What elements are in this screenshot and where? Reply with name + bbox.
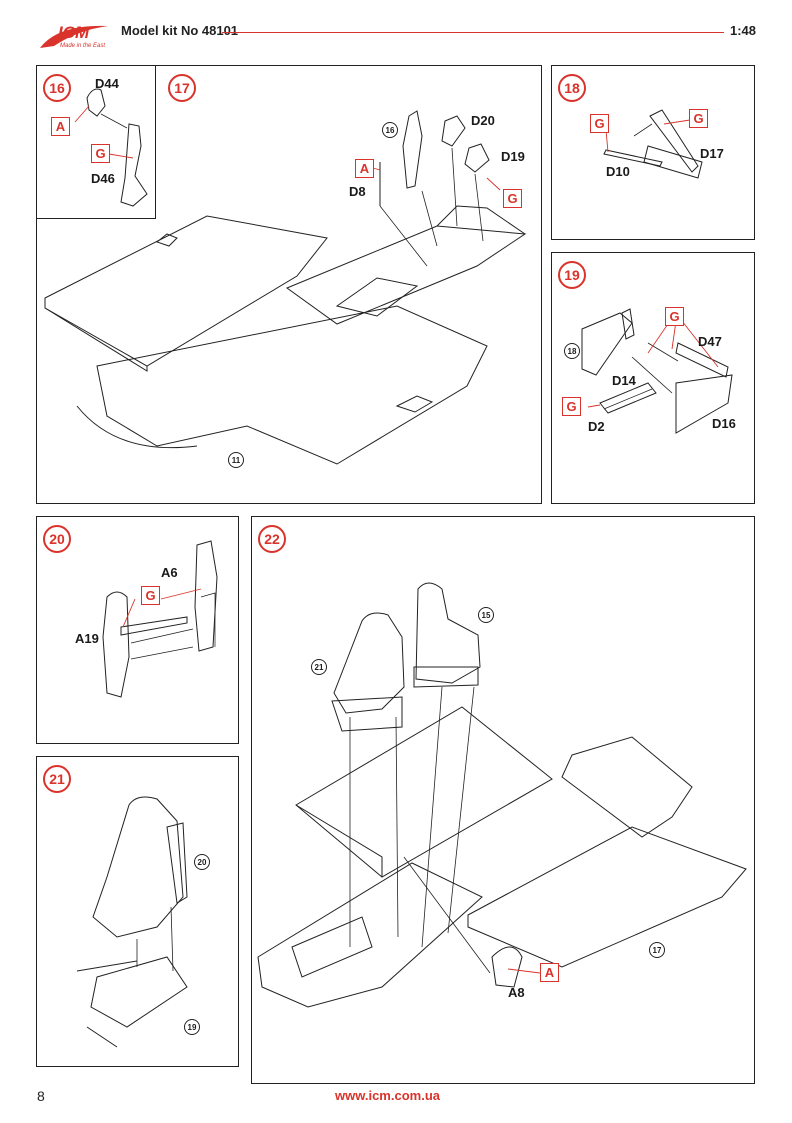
ref-17-circle: 17 — [649, 942, 665, 958]
logo-text: ICM — [58, 23, 90, 42]
part-tag-g: G — [503, 189, 522, 208]
part-tag-g: G — [689, 109, 708, 128]
panel-step-18: 18 G G D17 D10 — [551, 65, 755, 240]
part-label-d17: D17 — [700, 146, 724, 161]
part-label-d8: D8 — [349, 184, 366, 199]
ref-18-circle: 18 — [564, 343, 580, 359]
step-21-drawing — [76, 796, 188, 1048]
panel-step-21: 21 20 19 — [36, 756, 239, 1067]
part-label-a19: A19 — [75, 631, 99, 646]
step-21-number: 21 — [43, 765, 71, 793]
part-tag-g: G — [562, 397, 581, 416]
step-17-number: 17 — [168, 74, 196, 102]
part-label-d47: D47 — [698, 334, 722, 349]
part-label-a8: A8 — [508, 985, 525, 1000]
part-label-d16: D16 — [712, 416, 736, 431]
ref-20-circle: 20 — [194, 854, 210, 870]
step-22-drawing — [257, 582, 747, 1008]
part-tag-a: A — [355, 159, 374, 178]
step-18-number: 18 — [558, 74, 586, 102]
logo-tagline: Made in the East — [60, 43, 106, 49]
ref-15-circle: 15 — [478, 607, 494, 623]
step-20-drawing — [102, 540, 218, 698]
part-label-d10: D10 — [606, 164, 630, 179]
panel-step-16: 16 D44 A G D46 — [36, 65, 156, 219]
part-tag-a: A — [51, 117, 70, 136]
panel-step-19: 19 18 G D47 D14 G D2 D16 — [551, 252, 755, 504]
ref-19-circle: 19 — [184, 1019, 200, 1035]
icm-logo — [40, 25, 108, 48]
part-tag-g: G — [141, 586, 160, 605]
part-label-d2: D2 — [588, 419, 605, 434]
part-tag-a: A — [540, 963, 559, 982]
part-label-d46: D46 — [91, 171, 115, 186]
step-16-number: 16 — [43, 74, 71, 102]
part-tag-g: G — [590, 114, 609, 133]
page-number: 8 — [37, 1088, 45, 1104]
step-20-number: 20 — [43, 525, 71, 553]
part-label-d19: D19 — [501, 149, 525, 164]
ref-16-circle: 16 — [382, 122, 398, 138]
panel-step-22: 22 21 15 17 A A8 — [251, 516, 755, 1084]
step-16-drawing — [74, 88, 148, 207]
step-18-drawing — [603, 109, 703, 179]
ref-21-circle: 21 — [311, 659, 327, 675]
part-label-d20: D20 — [471, 113, 495, 128]
step-19-number: 19 — [558, 261, 586, 289]
ref-11-circle: 11 — [228, 452, 244, 468]
step-19-drawing — [581, 308, 733, 434]
kit-title: Model kit No 48101 — [121, 23, 239, 38]
part-tag-g: G — [91, 144, 110, 163]
website-link[interactable]: www.icm.com.ua — [335, 1088, 440, 1103]
part-tag-g: G — [665, 307, 684, 326]
step-17-drawing — [44, 110, 527, 465]
part-label-d14: D14 — [612, 373, 636, 388]
part-label-a6: A6 — [161, 565, 178, 580]
header-rule — [222, 32, 724, 33]
panel-step-20: 20 A6 G A19 — [36, 516, 239, 744]
part-label-d44: D44 — [95, 76, 119, 91]
step-22-number: 22 — [258, 525, 286, 553]
scale-label: 1:48 — [730, 23, 757, 38]
